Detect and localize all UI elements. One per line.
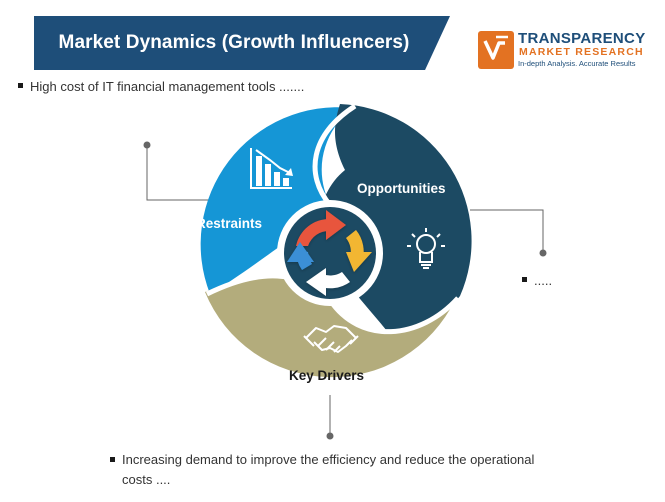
- restraints-label: Restraints: [196, 216, 262, 231]
- logo-mark-icon: [478, 31, 514, 69]
- handshake-icon: [303, 325, 359, 353]
- logo-name: TRANSPARENCY: [518, 30, 646, 47]
- company-logo: TRANSPARENCY MARKET RESEARCH In-depth An…: [478, 30, 653, 72]
- opportunities-label: Opportunities: [357, 181, 446, 196]
- opportunities-bullet-text: .....: [534, 273, 553, 288]
- bullet-square-icon: [110, 457, 115, 462]
- key-drivers-label: Key Drivers: [289, 368, 364, 383]
- key-drivers-segment: [205, 275, 455, 378]
- page-title: Market Dynamics (Growth Influencers): [58, 32, 410, 53]
- logo-tagline: In-depth Analysis. Accurate Results: [518, 59, 636, 68]
- drivers-bullet: Increasing demand to improve the efficie…: [110, 450, 580, 490]
- lightbulb-icon: [407, 228, 445, 269]
- title-banner: Market Dynamics (Growth Influencers): [34, 16, 450, 70]
- declining-chart-icon: [250, 148, 293, 189]
- bullet-square-icon: [18, 83, 23, 89]
- restraints-bullet-text: High cost of IT financial management too…: [30, 79, 305, 94]
- bullet-square-icon: [522, 277, 527, 283]
- cycle-arrows-icon: [287, 210, 372, 296]
- restraints-bullet: High cost of IT financial management too…: [18, 77, 304, 97]
- opportunities-bullet: .....: [522, 271, 552, 291]
- logo-subtitle: MARKET RESEARCH: [519, 46, 644, 58]
- connector-lines: [143, 141, 547, 440]
- drivers-bullet-text: Increasing demand to improve the efficie…: [122, 452, 535, 487]
